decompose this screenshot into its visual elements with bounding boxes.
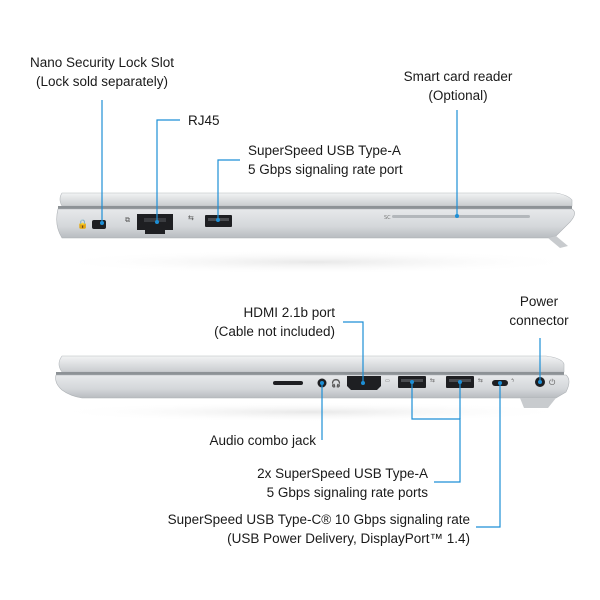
usb-a2-note: 5 Gbps signaling rate ports [266,485,428,500]
lock-slot-note: (Lock sold separately) [35,74,169,89]
usb-a2-label: 2x SuperSpeed USB Type-A 5 Gbps signalin… [224,464,428,502]
smart-card-title: Smart card reader [403,69,513,84]
bottom-callout-lines [320,321,542,528]
usb-a-note: 5 Gbps signaling rate port [248,162,403,177]
usb-c-title: SuperSpeed USB Type-C® 10 Gbps signaling… [167,512,470,527]
hdmi-icon: ▭ [385,378,390,384]
usb-c-note: (USB Power Delivery, DisplayPort™ 1.4) [227,531,470,546]
usb-a-label: SuperSpeed USB Type-A 5 Gbps signaling r… [248,141,403,179]
power-label: Power connector [496,292,582,330]
smart-card-mark: SC [384,215,391,221]
power-note: connector [509,313,569,328]
usb-c-icon: ϟ [511,378,514,384]
usb-c-label: SuperSpeed USB Type-C® 10 Gbps signaling… [130,510,470,548]
usb-a-title: SuperSpeed USB Type-A [248,143,401,158]
hdmi-title: HDMI 2.1b port [243,305,335,320]
hdmi-note: (Cable not included) [214,324,335,339]
power-title: Power [519,294,559,309]
usb-a2-title: 2x SuperSpeed USB Type-A [257,466,428,481]
power-icon: ⏻ [549,378,556,387]
rj45-title: RJ45 [188,113,220,128]
top-callout-lines [100,100,459,225]
audio-label: Audio combo jack [160,431,316,450]
usb-icon-2: ⇆ [430,377,435,384]
smart-card-label: Smart card reader (Optional) [388,67,528,105]
network-icon: ⧉ [125,216,130,224]
lock-slot-label: Nano Security Lock Slot (Lock sold separ… [14,53,190,91]
smart-card-slot [392,215,530,218]
sd-slot [273,381,303,385]
smart-card-note: (Optional) [428,88,488,103]
laptop-right-side: 🎧 ▭ ⇆ ⇆ ϟ ⏻ [45,355,575,422]
rj45-label: RJ45 [188,111,220,130]
lock-slot-title: Nano Security Lock Slot [29,55,175,70]
usb-icon: ⇆ [188,214,194,222]
lock-slot [92,220,106,229]
laptop-left-side: 🔒 ⧉ ⇆ SC [45,192,585,274]
lock-icon: 🔒 [77,219,88,230]
headset-icon: 🎧 [331,378,341,388]
hdmi-label: HDMI 2.1b port (Cable not included) [180,303,335,341]
audio-title: Audio combo jack [209,433,316,448]
usb-icon-3: ⇆ [478,377,483,384]
